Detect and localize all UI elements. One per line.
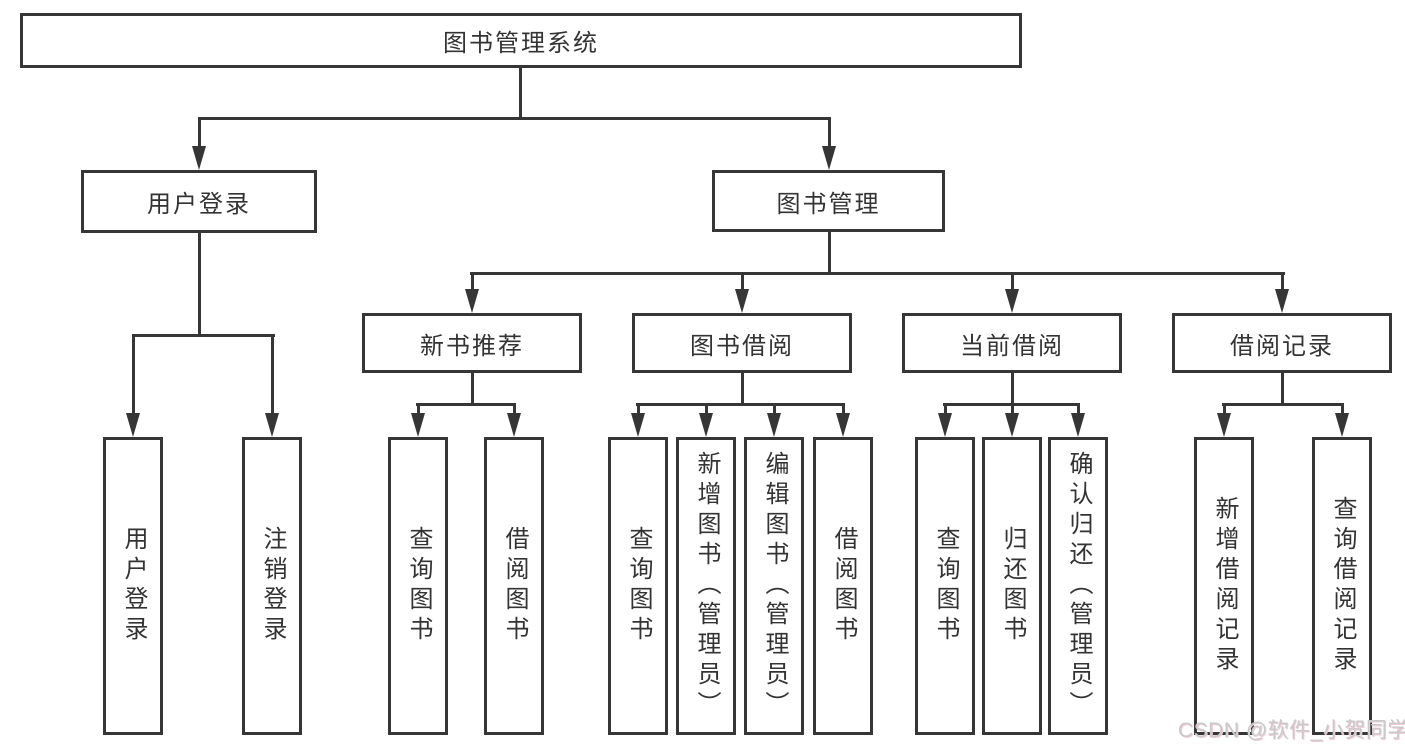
connector-book-mgmt-bar (470, 272, 1285, 275)
arrowhead-to-borrowing (735, 289, 749, 313)
connector-groupA-child1-line (417, 403, 420, 415)
node-leaf-add-books-admin: 新增图书（管理员） (676, 437, 736, 735)
arrowhead-to-current (1005, 289, 1019, 313)
node-label: 图书管理系统 (443, 30, 599, 57)
connector-to-leaf-login-line (132, 334, 135, 414)
node-label: 查询图书 (932, 526, 959, 646)
arrowhead-to-user-login (192, 146, 206, 170)
connector-root-to-user-login-line (198, 117, 201, 147)
arrowhead-to-new-books (465, 289, 479, 313)
connector-to-records-line (1281, 272, 1284, 292)
arrowhead-to-book-mgmt (822, 146, 836, 170)
node-leaf-borrow-books-a: 借阅图书 (484, 437, 544, 735)
arrowhead-to-leaf-logout (265, 413, 279, 437)
connector-groupD-stem (1281, 373, 1284, 406)
node-leaf-edit-books-admin: 编辑图书（管理员） (744, 437, 804, 735)
node-leaf-query-borrow-record: 查询借阅记录 (1312, 437, 1372, 735)
arrowhead-to-records (1275, 289, 1289, 313)
connector-to-borrowing-line (741, 272, 744, 292)
connector-groupA-child2-line (513, 403, 516, 415)
connector-root-to-book-mgmt-line (828, 117, 831, 147)
node-current-borrowing: 当前借阅 (902, 313, 1122, 373)
connector-groupC-child2-line (1011, 403, 1014, 415)
node-label: 新增借阅记录 (1211, 496, 1238, 676)
connector-to-current-line (1011, 272, 1014, 292)
node-leaf-add-borrow-record: 新增借阅记录 (1194, 437, 1254, 735)
node-label: 确认归还（管理员） (1065, 451, 1092, 721)
node-label: 借阅记录 (1230, 332, 1334, 360)
node-label: 用户登录 (147, 191, 251, 218)
connector-groupB-child4-line (842, 403, 845, 415)
connector-groupD-bar (1222, 403, 1344, 406)
connector-root-bar (198, 117, 831, 120)
node-leaf-query-books-c: 查询图书 (915, 437, 975, 735)
connector-root-stem (519, 68, 522, 117)
arrowhead-groupB-child1 (631, 413, 645, 437)
node-label: 注销登录 (259, 526, 286, 646)
arrowhead-groupD-child1 (1217, 413, 1231, 437)
node-label: 新增图书（管理员） (693, 451, 720, 721)
connector-groupB-child3-line (773, 403, 776, 415)
arrowhead-groupB-child2 (699, 413, 713, 437)
connector-groupB-stem (741, 373, 744, 406)
connector-groupA-stem (471, 373, 474, 406)
node-label: 借阅图书 (830, 526, 857, 646)
node-label: 图书借阅 (690, 332, 794, 360)
node-label: 当前借阅 (960, 332, 1064, 360)
arrowhead-groupA-child2 (507, 413, 521, 437)
arrowhead-groupC-child2 (1005, 413, 1019, 437)
arrowhead-groupB-child4 (836, 413, 850, 437)
node-leaf-borrow-books-b: 借阅图书 (813, 437, 873, 735)
connector-groupD-child1-line (1223, 403, 1226, 415)
node-leaf-query-books-b: 查询图书 (608, 437, 668, 735)
node-label: 新书推荐 (420, 332, 524, 360)
node-leaf-confirm-return-admin: 确认归还（管理员） (1048, 437, 1108, 735)
node-book-borrowing: 图书借阅 (632, 313, 852, 373)
csdn-watermark: CSDN @软件_小贺同学 (1178, 719, 1405, 742)
connector-groupB-child2-line (705, 403, 708, 415)
connector-user-login-stem (198, 233, 201, 336)
node-user-login: 用户登录 (81, 170, 317, 233)
node-root-library-system: 图书管理系统 (20, 13, 1022, 68)
arrowhead-groupC-child1 (938, 413, 952, 437)
node-leaf-user-login: 用户登录 (103, 437, 163, 735)
node-label: 查询图书 (625, 526, 652, 646)
node-label: 用户登录 (120, 526, 147, 646)
connector-groupC-child3-line (1077, 403, 1080, 415)
connector-user-login-bar (132, 334, 275, 337)
node-label: 借阅图书 (501, 526, 528, 646)
node-leaf-logout: 注销登录 (242, 437, 302, 735)
arrowhead-groupD-child2 (1335, 413, 1349, 437)
connector-groupD-child2-line (1341, 403, 1344, 415)
node-new-book-recommend: 新书推荐 (362, 313, 582, 373)
connector-to-leaf-logout-line (271, 334, 274, 414)
node-label: 图书管理 (776, 190, 881, 218)
arrowhead-groupB-child3 (767, 413, 781, 437)
connector-groupB-child1-line (637, 403, 640, 415)
arrowhead-groupA-child1 (411, 413, 425, 437)
connector-groupC-child1-line (944, 403, 947, 415)
node-label: 查询借阅记录 (1329, 496, 1356, 676)
connector-groupA-bar (416, 403, 516, 406)
arrowhead-to-leaf-login (126, 413, 140, 437)
connector-to-new-books-line (471, 272, 474, 292)
node-book-management: 图书管理 (712, 170, 945, 232)
node-borrowing-records: 借阅记录 (1172, 313, 1392, 373)
node-leaf-return-books: 归还图书 (982, 437, 1042, 735)
node-leaf-query-books-a: 查询图书 (388, 437, 448, 735)
node-label: 查询图书 (405, 526, 432, 646)
node-label: 归还图书 (999, 526, 1026, 646)
connector-book-mgmt-stem (828, 232, 831, 274)
connector-groupC-stem (1011, 373, 1014, 406)
node-label: 编辑图书（管理员） (761, 451, 788, 721)
connector-groupB-bar (636, 403, 845, 406)
arrowhead-groupC-child3 (1071, 413, 1085, 437)
